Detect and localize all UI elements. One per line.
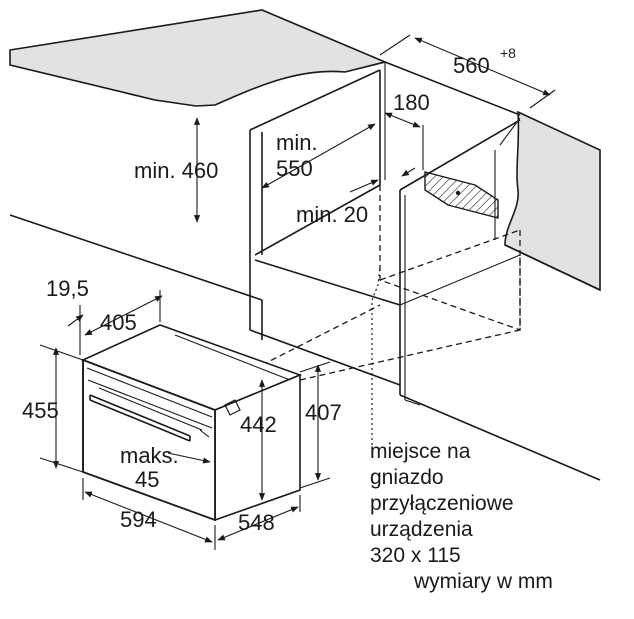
dim-442: 442 xyxy=(240,412,277,437)
dim-560-tolerance: +8 xyxy=(500,45,516,61)
oven[interactable] xyxy=(80,324,303,522)
dim-548: 548 xyxy=(238,510,275,535)
units-note: wymiary w mm xyxy=(413,570,553,593)
dim-560: 560 xyxy=(453,53,490,78)
socket-area xyxy=(424,171,499,219)
dim-min-550-prefix: min. xyxy=(276,130,318,155)
countertop-right xyxy=(504,110,601,292)
dim-maks-prefix: maks. xyxy=(120,443,179,468)
dim-180: 180 xyxy=(393,90,430,115)
dimension-lines xyxy=(39,34,556,550)
socket-note: miejsce na gniazdo przyłączeniowe urządz… xyxy=(370,440,553,593)
dim-407: 407 xyxy=(305,400,342,425)
note-line-4: urządzenia xyxy=(370,518,473,541)
note-line-3: przyłączeniowe xyxy=(370,492,514,515)
note-line-2: gniazdo xyxy=(370,466,444,489)
dim-405: 405 xyxy=(100,310,137,335)
note-line-1: miejsce na xyxy=(370,440,471,463)
dim-594: 594 xyxy=(120,507,157,532)
dim-19-5: 19,5 xyxy=(46,276,89,301)
dim-maks-value: 45 xyxy=(135,467,159,492)
dim-min-460: min. 460 xyxy=(134,158,218,183)
dim-455: 455 xyxy=(22,398,59,423)
note-line-5: 320 x 115 xyxy=(370,544,461,567)
hidden-niche-dashed xyxy=(261,185,521,381)
countertop-left xyxy=(9,9,388,107)
dim-min-20: min. 20 xyxy=(296,202,368,227)
dim-min-550-value: 550 xyxy=(276,156,313,181)
oven-handle[interactable] xyxy=(89,394,191,437)
cabinet-frame xyxy=(9,61,601,481)
note-leader xyxy=(371,264,381,455)
